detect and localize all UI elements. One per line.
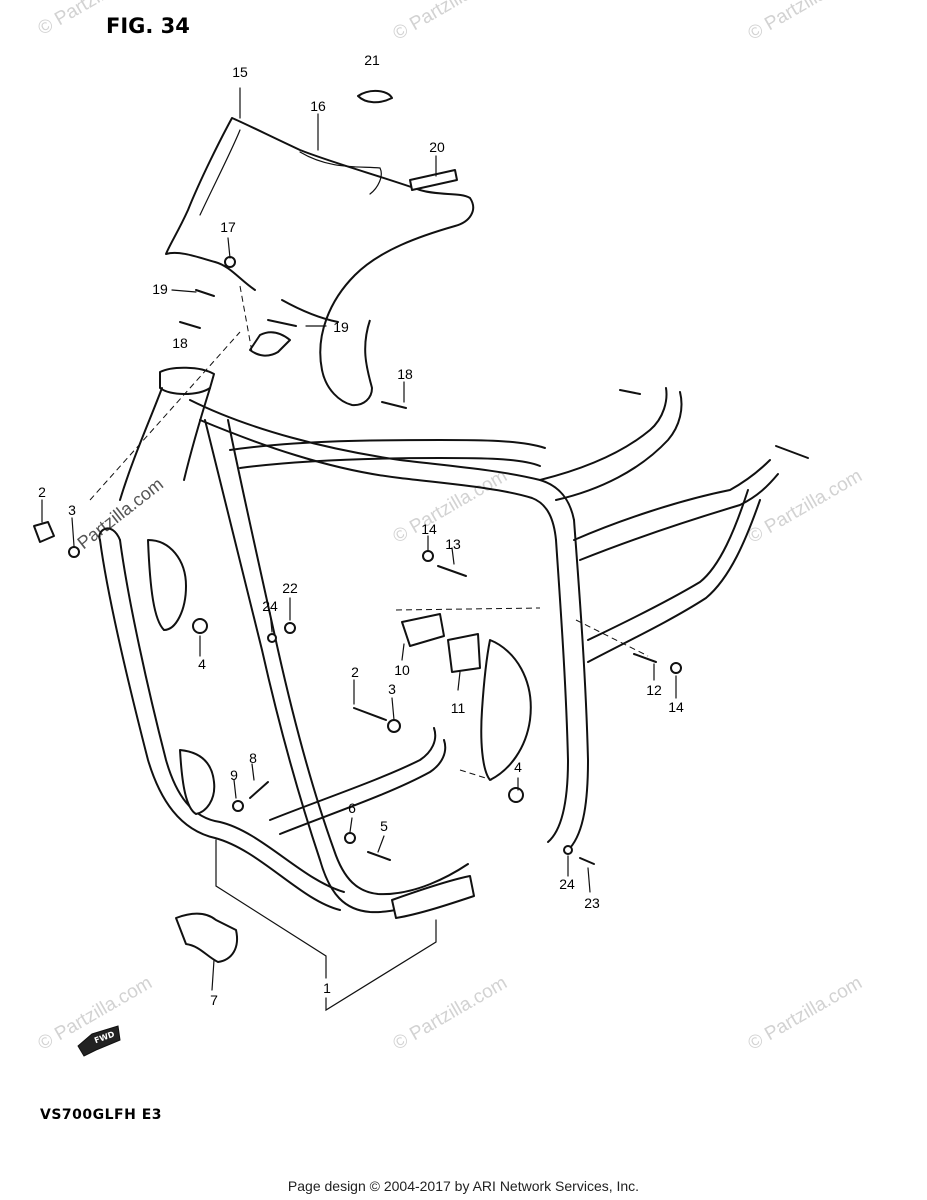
callout-24[interactable]: 24 [262, 598, 278, 614]
callout-24[interactable]: 24 [559, 876, 575, 892]
callout-17[interactable]: 17 [220, 219, 236, 235]
callout-3[interactable]: 3 [68, 502, 76, 518]
callout-16[interactable]: 16 [310, 98, 326, 114]
callout-6[interactable]: 6 [348, 800, 356, 816]
fwd-arrow-icon [77, 1025, 121, 1057]
callout-23[interactable]: 23 [584, 895, 600, 911]
callout-8[interactable]: 8 [249, 750, 257, 766]
callout-14[interactable]: 14 [668, 699, 684, 715]
footer-copyright: Page design © 2004-2017 by ARI Network S… [287, 1178, 640, 1194]
dashed-reference-lines [89, 285, 649, 781]
callout-14[interactable]: 14 [421, 521, 437, 537]
callout-2[interactable]: 2 [351, 664, 359, 680]
callout-4[interactable]: 4 [198, 656, 206, 672]
callout-18[interactable]: 18 [397, 366, 413, 382]
main-frame [98, 366, 809, 919]
callout-18[interactable]: 18 [172, 335, 188, 351]
figure-title: FIG. 34 [106, 14, 190, 38]
frame-cover [165, 117, 475, 407]
callout-22[interactable]: 22 [282, 580, 298, 596]
callout-7[interactable]: 7 [210, 992, 218, 1008]
callout-21[interactable]: 21 [364, 52, 380, 68]
callout-19[interactable]: 19 [152, 281, 168, 297]
leader-lines [41, 87, 677, 1012]
callout-2[interactable]: 2 [38, 484, 46, 500]
callout-4[interactable]: 4 [514, 759, 522, 775]
callout-15[interactable]: 15 [232, 64, 248, 80]
callout-13[interactable]: 13 [445, 536, 461, 552]
fasteners [33, 90, 682, 963]
callout-12[interactable]: 12 [646, 682, 662, 698]
callout-19[interactable]: 19 [333, 319, 349, 335]
callout-9[interactable]: 9 [230, 767, 238, 783]
model-code: VS700GLFH E3 [40, 1107, 163, 1123]
callout-1[interactable]: 1 [323, 980, 331, 996]
callout-10[interactable]: 10 [394, 662, 410, 678]
callout-5[interactable]: 5 [380, 818, 388, 834]
callout-11[interactable]: 11 [450, 700, 466, 716]
callout-3[interactable]: 3 [388, 681, 396, 697]
callout-20[interactable]: 20 [429, 139, 445, 155]
